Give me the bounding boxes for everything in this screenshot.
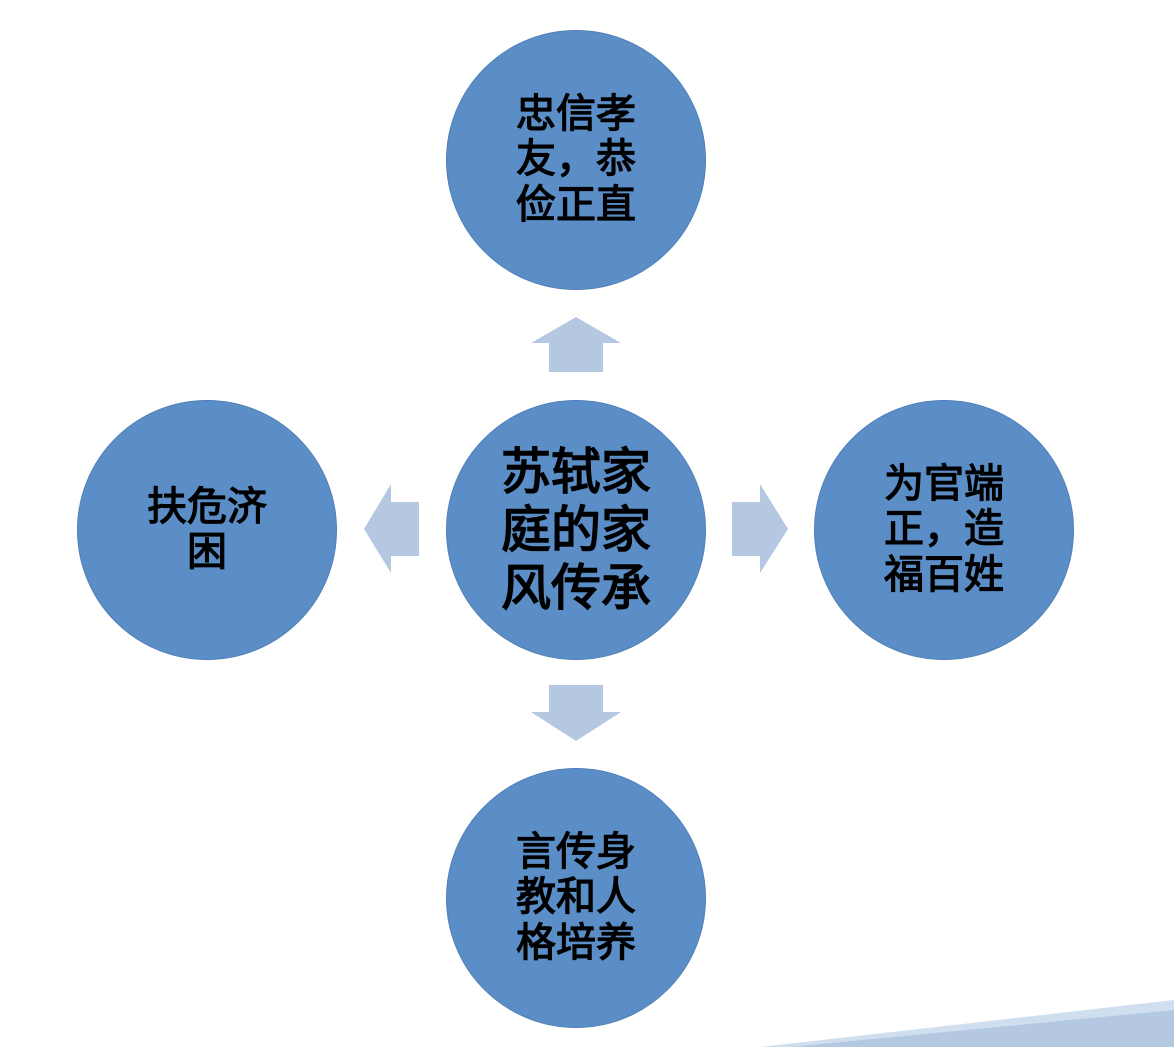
node-top: 忠信孝友，恭俭正直 — [446, 30, 706, 290]
node-bottom-label: 言传身教和人格培养 — [516, 829, 636, 966]
node-top-label: 忠信孝友，恭俭正直 — [516, 91, 636, 228]
corner-band-decoration-dark — [790, 1010, 1174, 1047]
arrow-up-icon — [531, 317, 621, 372]
arrow-left-icon — [364, 484, 419, 573]
node-left: 扶危济困 — [77, 400, 337, 660]
node-left-label: 扶危济困 — [147, 483, 267, 575]
node-center: 苏轼家庭的家风传承 — [446, 400, 706, 660]
node-right-label: 为官端正，造福百姓 — [884, 461, 1004, 598]
node-right: 为官端正，造福百姓 — [814, 400, 1074, 660]
node-bottom: 言传身教和人格培养 — [446, 768, 706, 1028]
corner-band-decoration — [760, 1000, 1174, 1047]
node-center-label: 苏轼家庭的家风传承 — [501, 443, 651, 617]
arrow-right-icon — [732, 484, 788, 573]
arrow-down-icon — [531, 685, 621, 741]
